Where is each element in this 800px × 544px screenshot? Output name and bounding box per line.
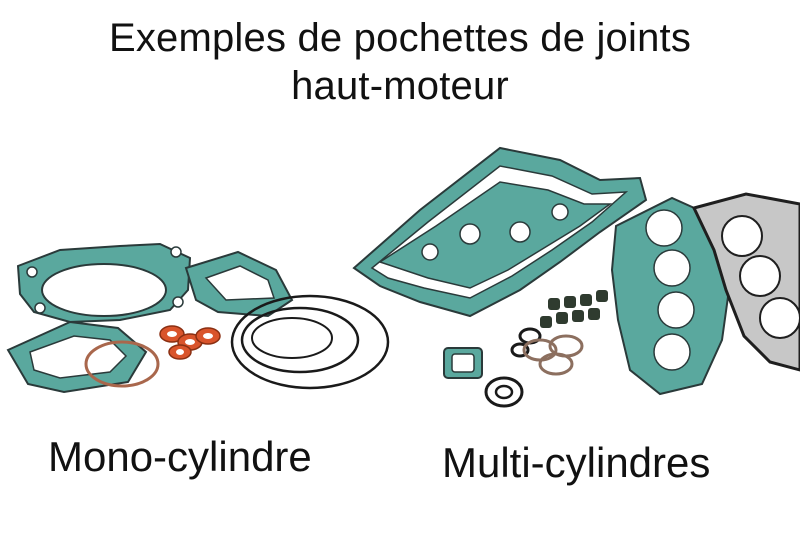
o-rings xyxy=(230,294,390,390)
head-gasket-teal xyxy=(610,196,734,396)
multi-o-rings xyxy=(484,327,584,408)
mono-cylinder-kit xyxy=(6,242,390,394)
seal-washers xyxy=(159,325,221,360)
small-port-gasket xyxy=(6,320,148,394)
small-square-gasket xyxy=(443,347,483,379)
page-title: Exemples de pochettes de joints haut-mot… xyxy=(0,14,800,110)
title-line-1: Exemples de pochettes de joints xyxy=(108,16,692,60)
head-gasket-metal xyxy=(691,192,800,372)
title-line-2: haut-moteur xyxy=(291,64,509,108)
exhaust-gasket xyxy=(184,250,294,318)
cylinder-base-gasket xyxy=(16,242,192,324)
mono-cylinder-label: Mono-cylindre xyxy=(48,433,312,480)
valve-stem-seals xyxy=(540,290,608,328)
multi-cylinder-label: Multi-cylindres xyxy=(442,439,711,486)
multi-cylinder-kit xyxy=(352,146,800,408)
cam-cover-gaskets xyxy=(352,146,648,318)
copper-ring xyxy=(84,340,160,388)
